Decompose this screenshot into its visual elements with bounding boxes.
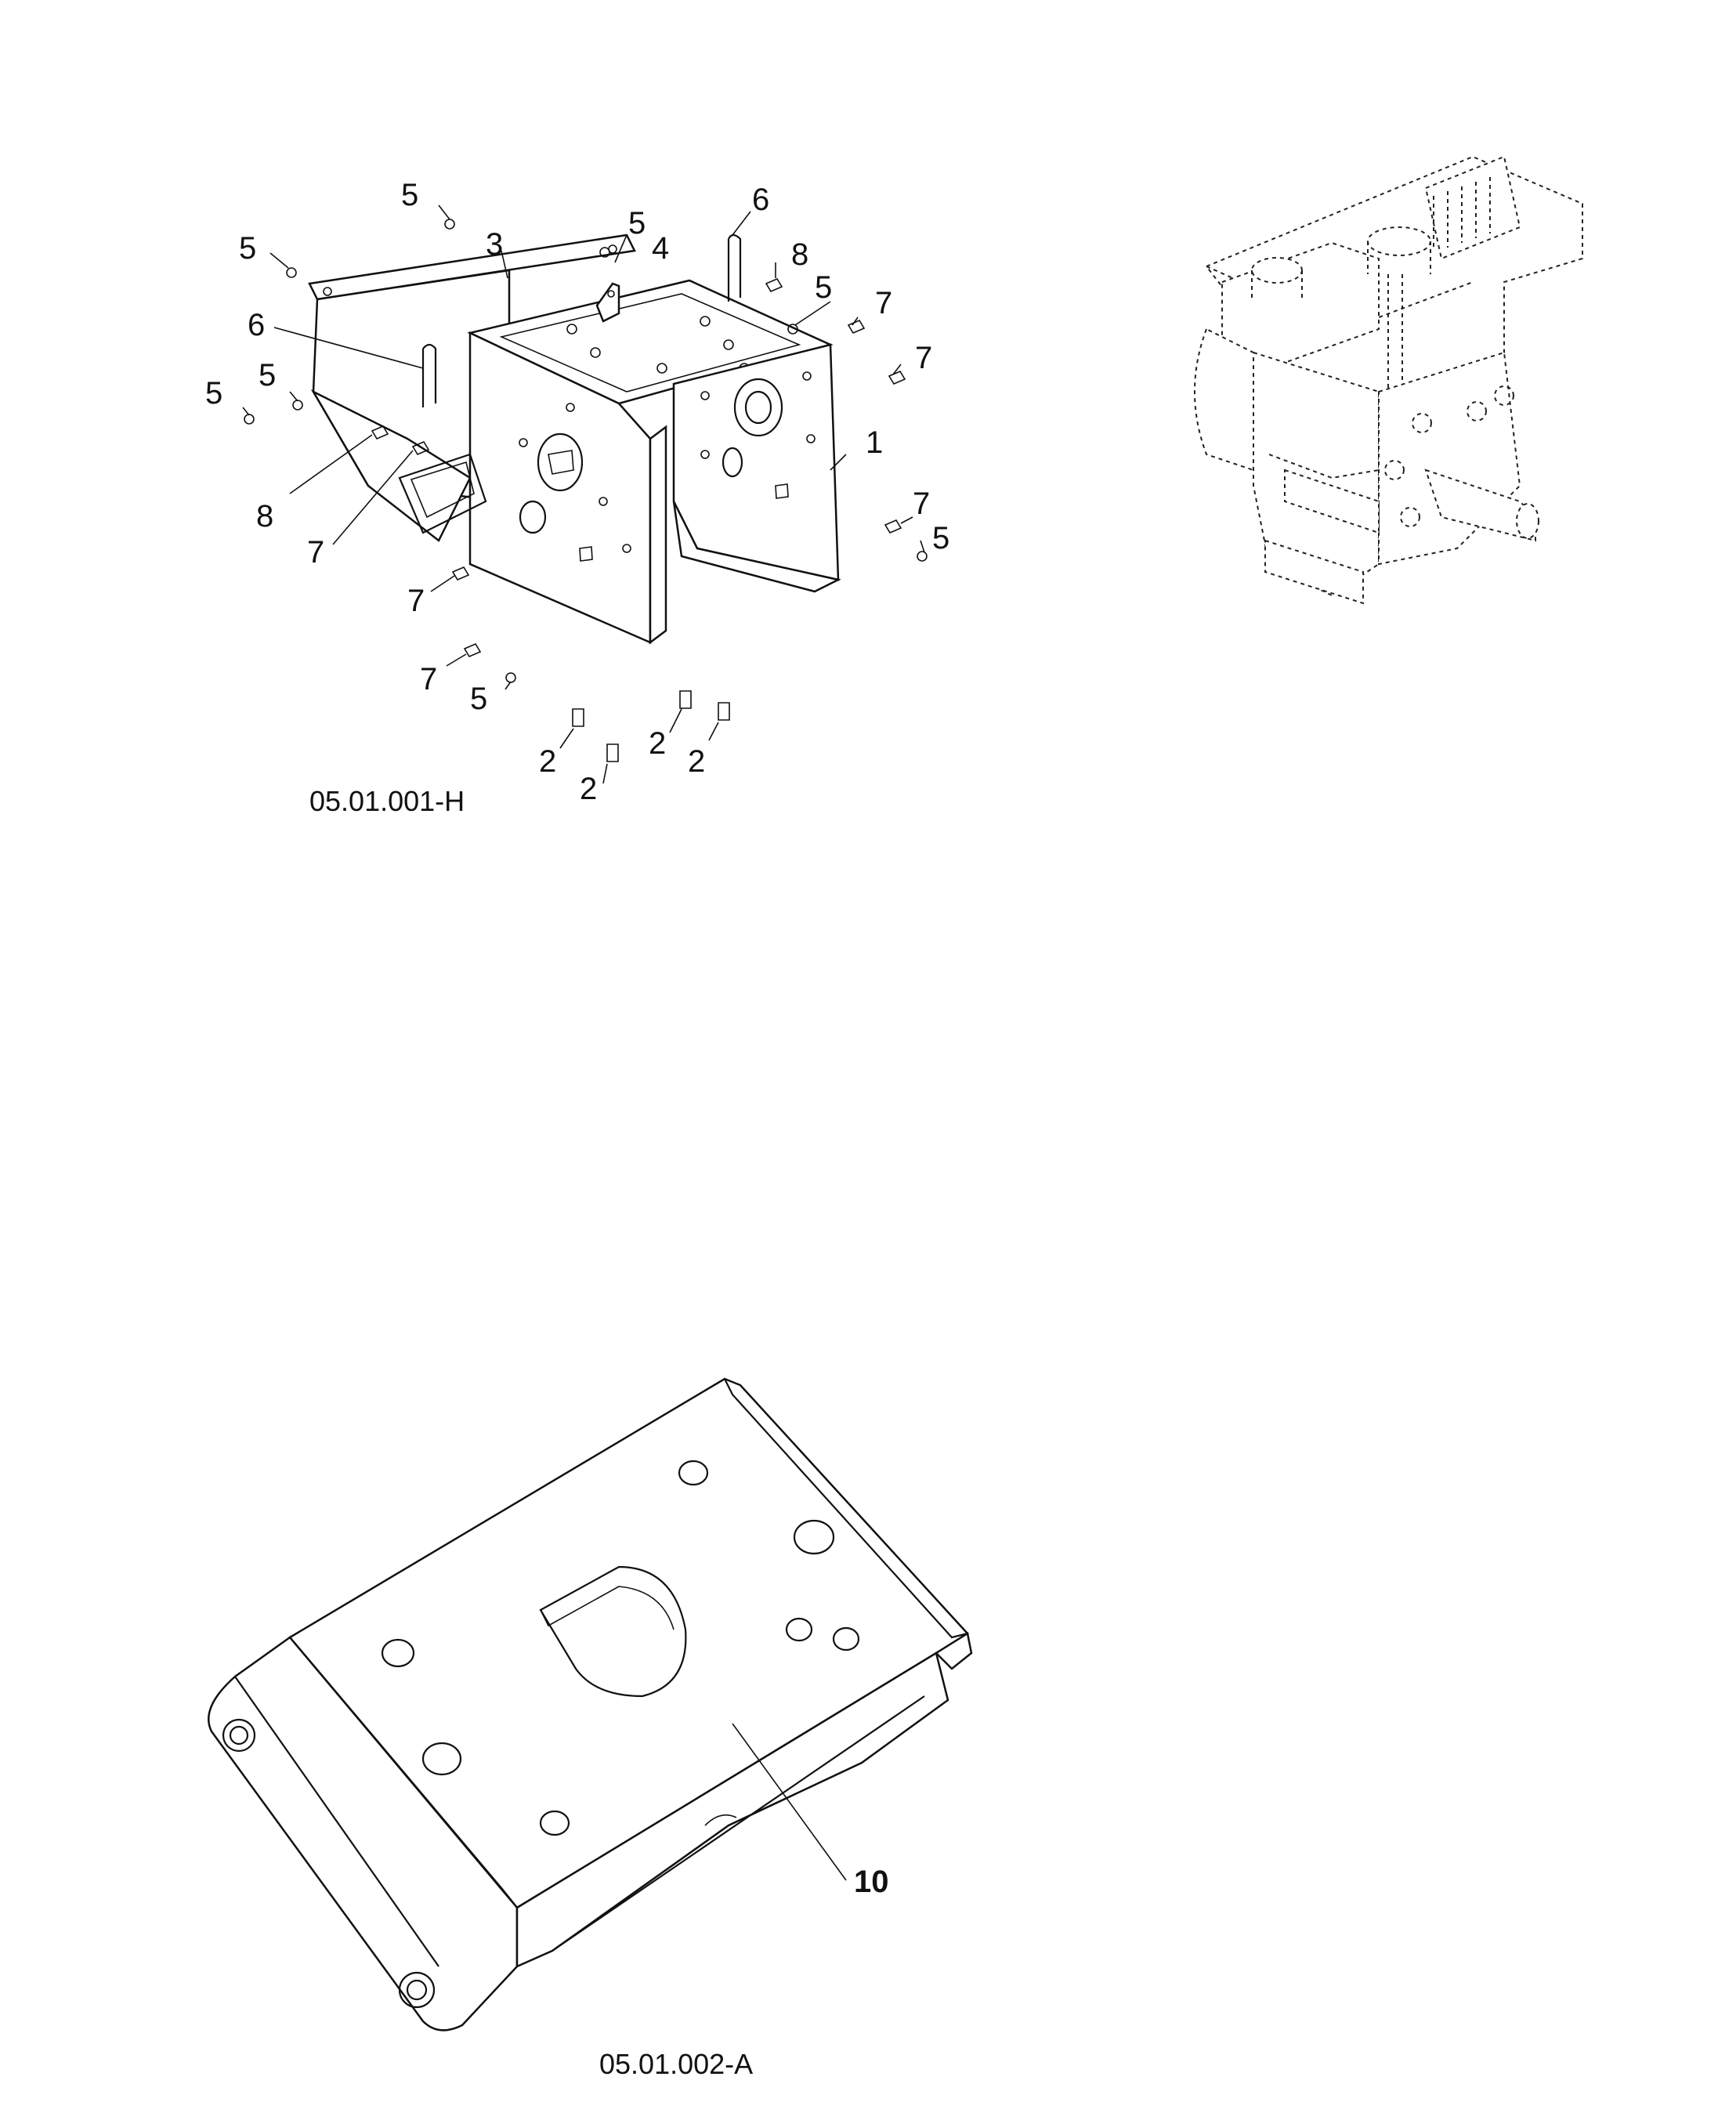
callout-5: 5	[239, 231, 256, 266]
callout-2: 2	[580, 772, 597, 806]
engine-outline-icon	[1194, 155, 1583, 605]
callout-5: 5	[628, 206, 646, 241]
callout-5: 5	[401, 178, 418, 212]
callout-5: 5	[932, 521, 949, 555]
callout-6: 6	[248, 308, 265, 342]
bracket-part-10-drawing	[208, 1377, 973, 2031]
figure-reference: 05.01.002-A	[599, 2048, 753, 2080]
callout-2: 2	[539, 744, 556, 779]
callout-8: 8	[256, 499, 273, 534]
callout-7: 7	[407, 584, 425, 618]
callout-1: 1	[866, 425, 883, 460]
callout-4: 4	[652, 231, 669, 266]
callout-2: 2	[688, 744, 705, 779]
callout-7: 7	[915, 341, 932, 375]
callout-7: 7	[875, 286, 892, 320]
callout-3: 3	[486, 227, 503, 262]
callout-5: 5	[815, 270, 832, 305]
callout-8: 8	[791, 237, 808, 272]
callout-10: 10	[854, 1865, 889, 1899]
callout-6: 6	[752, 183, 769, 217]
leader-line	[732, 1723, 847, 1881]
callout-7: 7	[307, 535, 324, 570]
callout-5: 5	[205, 376, 222, 411]
callout-2: 2	[649, 726, 666, 761]
figure-reference: 05.01.001-H	[309, 785, 465, 817]
frame-assembly-drawing	[242, 204, 928, 784]
callout-7: 7	[913, 487, 930, 521]
callouts-figure-1: 5 5 3 5 4 6 6 5 5 8 5 7 7 1 8 7 7 5 7 7 …	[205, 178, 949, 806]
callout-5: 5	[470, 682, 487, 716]
callout-5: 5	[259, 358, 276, 393]
callout-7: 7	[420, 662, 437, 696]
